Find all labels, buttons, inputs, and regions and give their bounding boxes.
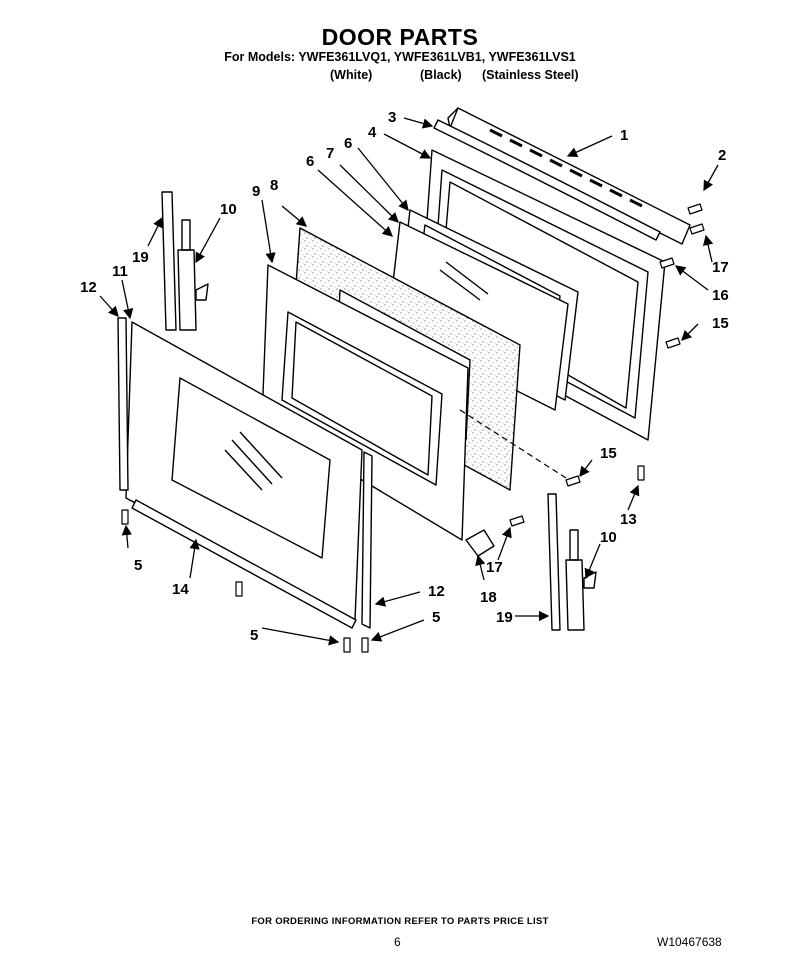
finish-black: (Black) — [420, 68, 462, 82]
callout-8: 8 — [270, 177, 278, 194]
screws — [121, 203, 705, 653]
callout-19-left: 19 — [132, 249, 149, 266]
callout-1: 1 — [620, 127, 628, 144]
page-number: 6 — [394, 935, 401, 949]
callout-17-lower: 17 — [486, 559, 503, 576]
callout-4: 4 — [368, 124, 377, 141]
callout-3: 3 — [388, 109, 396, 126]
callout-17-upper: 17 — [712, 259, 729, 276]
callout-9: 9 — [252, 183, 260, 200]
part-9-door-liner — [261, 264, 469, 541]
finish-white: (White) — [330, 68, 373, 82]
callout-12-left: 12 — [80, 279, 97, 296]
part-19-hinge-receiver-right — [547, 493, 561, 631]
part-14-bottom-trim — [131, 499, 357, 629]
part-12-right-trim — [361, 451, 373, 629]
part-10-hinge-right — [565, 529, 597, 631]
callout-2: 2 — [718, 147, 726, 164]
callout-13: 13 — [620, 511, 637, 528]
callout-12-right: 12 — [428, 583, 445, 600]
callout-5-left: 5 — [134, 557, 142, 574]
callout-10-right: 10 — [600, 529, 617, 546]
callout-15-lower: 15 — [600, 445, 617, 462]
callout-5-bottom: 5 — [250, 627, 258, 644]
callout-19-right: 19 — [496, 609, 513, 626]
part-19-hinge-receiver-left — [161, 191, 177, 331]
page-title: DOOR PARTS — [321, 24, 479, 50]
part-3-strip — [433, 119, 661, 241]
callout-16: 16 — [712, 287, 729, 304]
document-number: W10467638 — [657, 935, 722, 949]
finish-stainless: (Stainless Steel) — [482, 68, 579, 82]
part-18-bracket — [465, 529, 495, 557]
callout-10-left: 10 — [220, 201, 237, 218]
ordering-note: FOR ORDERING INFORMATION REFER TO PARTS … — [251, 916, 549, 927]
callout-18: 18 — [480, 589, 497, 606]
models-line: For Models: YWFE361LVQ1, YWFE361LVB1, YW… — [224, 50, 576, 64]
callout-6-front: 6 — [306, 153, 314, 170]
callout-11: 11 — [112, 263, 128, 280]
part-10-hinge-left — [177, 219, 209, 331]
part-12-left-trim — [117, 317, 129, 491]
callout-6-rear: 6 — [344, 135, 352, 152]
callout-14: 14 — [172, 581, 189, 598]
callout-7: 7 — [326, 145, 334, 162]
callout-5-right: 5 — [432, 609, 440, 626]
callout-15-upper: 15 — [712, 315, 729, 332]
part-1-vent-trim — [447, 107, 691, 245]
